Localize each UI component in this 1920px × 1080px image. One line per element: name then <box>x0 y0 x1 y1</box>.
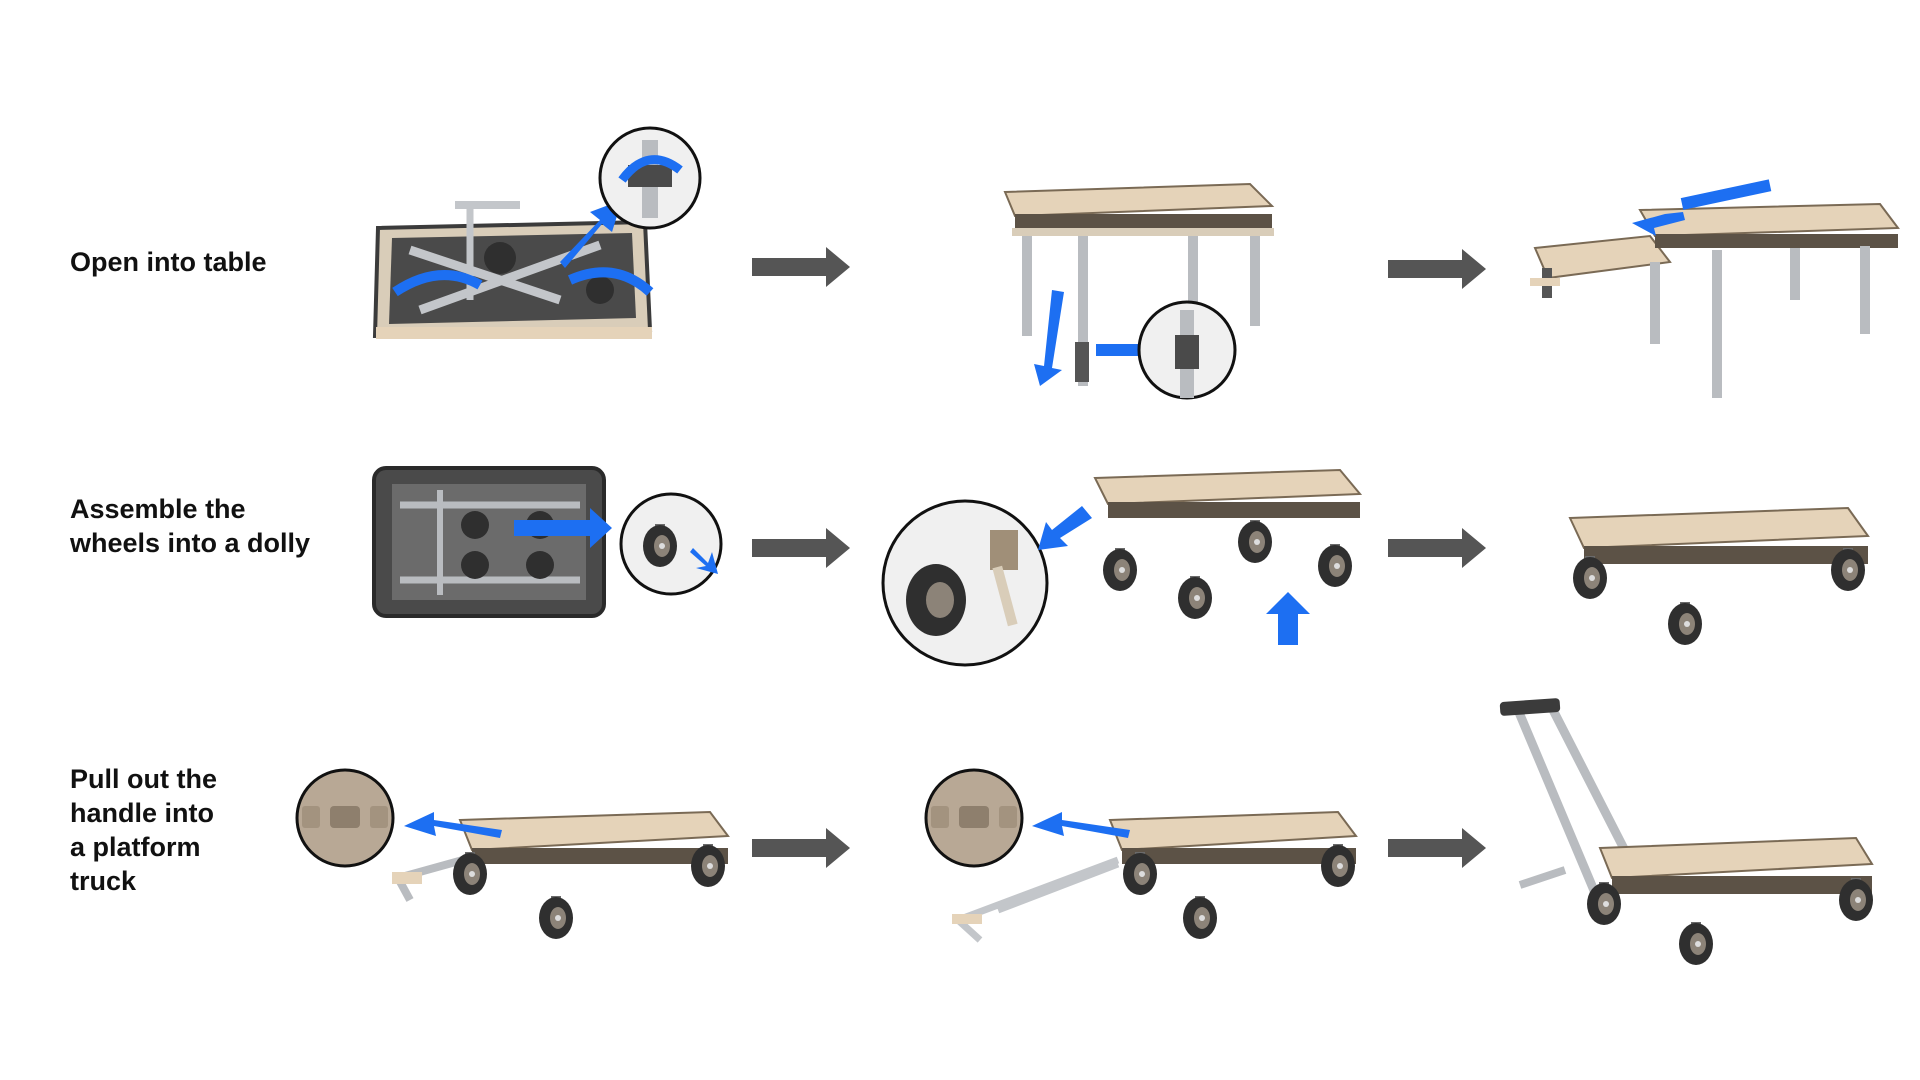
row-label-open-table: Open into table <box>70 247 267 277</box>
detail-circle-handle-button-1 <box>295 768 395 868</box>
dolly-bottom-view-illustration <box>372 466 606 618</box>
step-arrow-2 <box>1388 249 1486 289</box>
blue-arrow-down <box>1034 290 1064 386</box>
blue-arrow-up-right <box>560 200 622 268</box>
blue-arrow-pull-left-1 <box>404 812 502 838</box>
blue-arrow-left <box>1632 212 1685 236</box>
step-arrow-4 <box>1388 528 1486 568</box>
step-arrow-1 <box>752 247 850 287</box>
blue-arrow-pull-left-2 <box>1032 812 1130 838</box>
assembled-dolly-illustration <box>1568 506 1870 645</box>
step-arrow-5 <box>752 828 850 868</box>
row-label-assemble-dolly: Assemble the wheels into a dolly <box>70 494 311 558</box>
detail-circle-handle-button-2 <box>924 768 1024 868</box>
detail-circle-caster-insert <box>881 499 1049 667</box>
platform-truck-handle-out-illustration <box>952 810 1358 943</box>
blue-arrow-diagonal <box>1038 506 1092 550</box>
blue-rotate-arrows <box>392 267 654 297</box>
extended-table-illustration <box>1530 202 1900 398</box>
step-arrow-3 <box>752 528 850 568</box>
step-arrow-6 <box>1388 828 1486 868</box>
dolly-with-casters-illustration <box>1093 468 1363 619</box>
detail-circle-caster <box>619 492 723 596</box>
platform-truck-upright-handle-illustration <box>1499 698 1874 965</box>
table-illustration <box>1003 182 1275 386</box>
detail-circle-latch <box>598 126 702 230</box>
platform-truck-handle-in-illustration <box>392 810 730 939</box>
row-label-platform-truck: Pull out the handle into a platform truc… <box>70 764 217 896</box>
blue-arrow-up <box>1266 592 1310 645</box>
blue-arrow-right-dolly <box>514 508 612 548</box>
detail-circle-leg-lock <box>1137 300 1237 400</box>
